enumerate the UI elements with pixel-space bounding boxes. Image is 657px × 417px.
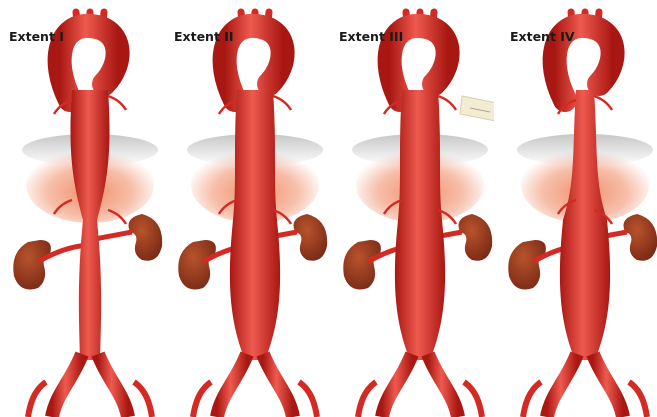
left-kidney: [178, 240, 216, 290]
descending-aorta: [395, 90, 445, 360]
internal-iliac-right: [464, 382, 482, 417]
extent-label: Extent IV: [510, 29, 575, 44]
right-iliac-artery: [263, 354, 293, 417]
left-kidney: [343, 240, 381, 290]
internal-iliac-left: [193, 382, 211, 417]
intercostal-branch: [108, 96, 126, 110]
right-iliac-artery: [593, 354, 623, 417]
right-kidney: [294, 214, 328, 261]
internal-iliac-left: [358, 382, 376, 417]
panel-extent-i: Extent I: [0, 0, 164, 417]
right-iliac-artery: [428, 354, 458, 417]
intercostal-branch: [438, 96, 456, 110]
internal-iliac-right: [629, 382, 647, 417]
internal-iliac-left: [523, 382, 541, 417]
arch-lumen-gap: [407, 48, 425, 76]
aorta-illustration: [495, 0, 657, 417]
aorta-illustration: [0, 0, 164, 417]
internal-iliac-right: [134, 382, 152, 417]
right-kidney: [624, 214, 657, 261]
graft-tag: [460, 96, 494, 122]
panel-extent-iv: Extent IV: [495, 0, 657, 417]
right-kidney: [459, 214, 493, 261]
extent-label: Extent II: [174, 29, 234, 44]
left-kidney: [508, 240, 546, 290]
extent-label: Extent III: [339, 29, 403, 44]
panel-extent-ii: Extent II: [165, 0, 329, 417]
descending-aorta: [230, 90, 280, 360]
intercostal-branch: [273, 96, 291, 110]
arch-lumen-gap: [77, 48, 95, 76]
internal-iliac-left: [28, 382, 46, 417]
internal-iliac-right: [299, 382, 317, 417]
aorta-illustration: [330, 0, 494, 417]
panel-extent-iii: Extent III: [330, 0, 494, 417]
aorta-illustration: [165, 0, 329, 417]
right-kidney: [129, 214, 163, 261]
descending-aorta: [560, 90, 610, 360]
left-kidney: [13, 240, 51, 290]
arch-lumen-gap: [572, 48, 590, 76]
extent-label: Extent I: [9, 29, 64, 44]
left-iliac-artery: [547, 354, 577, 417]
descending-aorta: [70, 90, 109, 360]
left-iliac-artery: [382, 354, 412, 417]
right-iliac-artery: [98, 354, 128, 417]
arch-lumen-gap: [242, 48, 260, 76]
left-iliac-artery: [52, 354, 82, 417]
intercostal-branch: [594, 96, 612, 110]
left-iliac-artery: [217, 354, 247, 417]
